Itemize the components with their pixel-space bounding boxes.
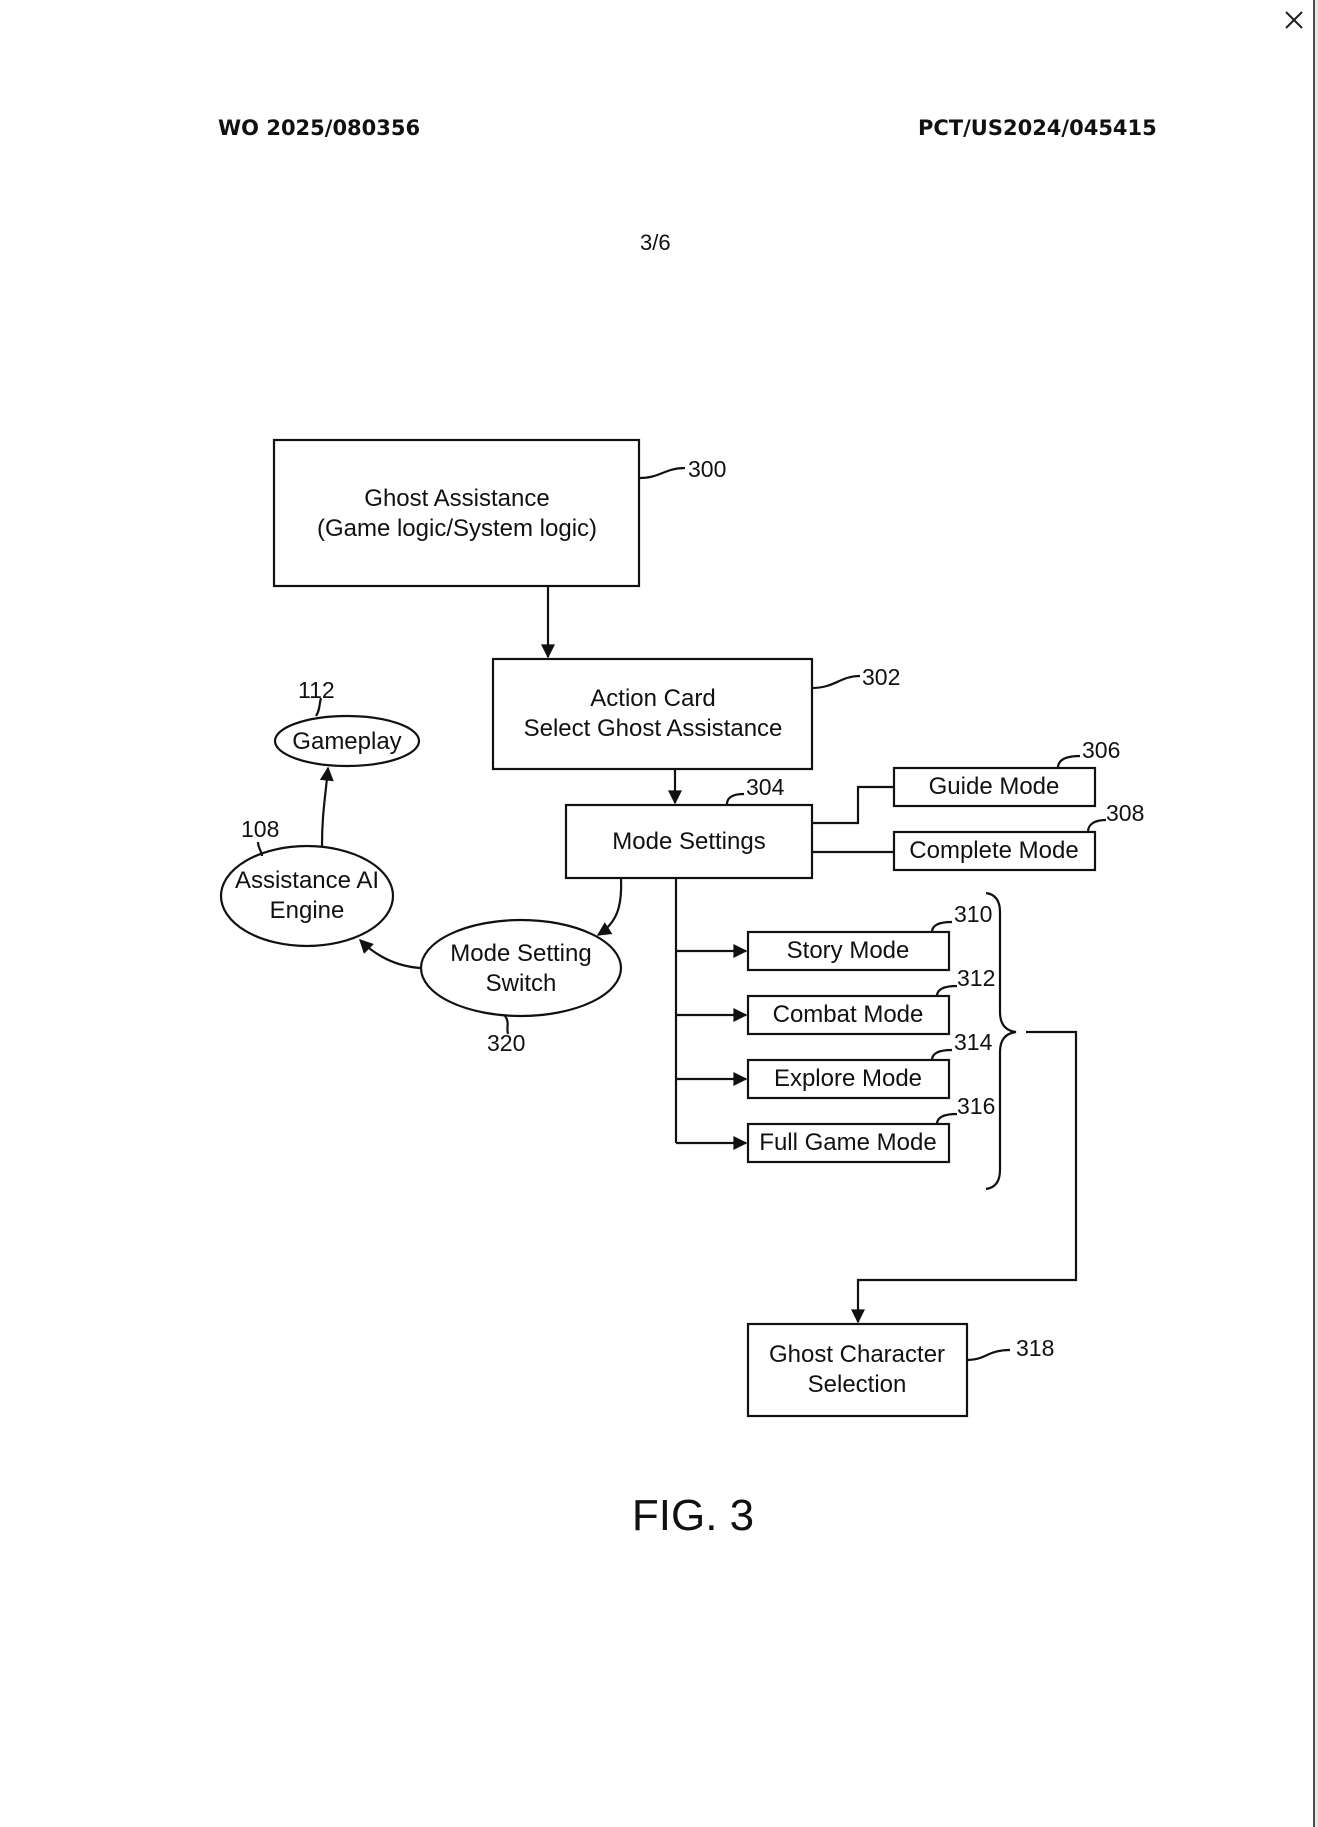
ref-310: 310 <box>954 901 992 927</box>
ref-108: 108 <box>241 816 279 842</box>
ref-leader-112 <box>315 697 323 717</box>
application-number: PCT/US2024/045415 <box>918 116 1157 140</box>
arrow-108-to-112 <box>319 766 334 847</box>
arrow-304-to-320 <box>596 878 623 936</box>
action-card-box <box>491 657 814 771</box>
ref-314: 314 <box>954 1029 993 1055</box>
ref-leader-304 <box>725 792 745 805</box>
ref-304: 304 <box>746 774 785 800</box>
ref-leader-310 <box>930 920 953 933</box>
ghost-character-title: Ghost Character <box>769 1341 945 1368</box>
ref-leader-316 <box>935 1112 958 1125</box>
ref-320: 320 <box>487 1030 525 1056</box>
close-button[interactable] <box>1278 4 1308 34</box>
guide-mode-label: Guide Mode <box>929 773 1060 800</box>
modes-brace <box>985 891 1017 1191</box>
ref-leader-312 <box>935 984 958 997</box>
story-mode-box <box>746 930 951 972</box>
arrow-to-ghost-character-selection <box>851 1030 1078 1324</box>
gameplay-label: Gameplay <box>292 728 401 755</box>
explore-mode-box <box>746 1058 951 1100</box>
ref-308: 308 <box>1106 800 1144 826</box>
combat-mode-box <box>746 994 951 1036</box>
ref-leader-300 <box>639 466 686 480</box>
ref-leader-308 <box>1086 818 1107 833</box>
ghost-character-selection-box <box>746 1322 969 1418</box>
mode-settings-label: Mode Settings <box>612 828 765 855</box>
ghost-assistance-title: Ghost Assistance <box>364 485 549 512</box>
full-game-mode-box <box>746 1122 951 1164</box>
ref-leader-320 <box>504 1015 510 1035</box>
arrow-320-to-108 <box>359 939 421 970</box>
close-icon <box>1285 11 1303 29</box>
full-game-mode-label: Full Game Mode <box>759 1129 936 1156</box>
publication-number: WO 2025/080356 <box>218 116 421 140</box>
mode-setting-switch-subtitle: Switch <box>486 970 557 997</box>
ref-318: 318 <box>1016 1335 1054 1361</box>
ref-leader-318 <box>967 1348 1011 1362</box>
sheet-number: 3/6 <box>640 230 671 255</box>
ref-302: 302 <box>862 664 900 690</box>
action-card-title: Action Card <box>590 685 715 712</box>
ref-306: 306 <box>1082 737 1120 763</box>
line-304-to-306 <box>812 785 894 825</box>
ref-312: 312 <box>957 965 995 991</box>
ref-leader-302 <box>811 674 861 690</box>
mode-setting-switch-title: Mode Setting <box>450 940 591 967</box>
assistance-ai-engine-title: Assistance AI <box>235 867 379 894</box>
ghost-assistance-subtitle: (Game logic/System logic) <box>317 515 597 542</box>
explore-mode-label: Explore Mode <box>774 1065 922 1092</box>
figure-label: FIG. 3 <box>632 1491 754 1540</box>
ref-300: 300 <box>688 456 726 482</box>
mode-setting-switch-ellipse <box>419 918 623 1018</box>
story-mode-label: Story Mode <box>787 937 910 964</box>
ref-316: 316 <box>957 1093 995 1119</box>
ref-leader-108 <box>256 841 264 857</box>
action-card-subtitle: Select Ghost Assistance <box>524 715 783 742</box>
complete-mode-label: Complete Mode <box>909 837 1078 864</box>
assistance-ai-engine-subtitle: Engine <box>270 897 345 924</box>
ref-leader-306 <box>1056 754 1081 769</box>
ghost-character-subtitle: Selection <box>808 1371 907 1398</box>
mode-settings-box <box>564 803 814 880</box>
ref-112: 112 <box>298 677 335 703</box>
ref-leader-314 <box>930 1048 953 1061</box>
ghost-assistance-box <box>272 438 641 588</box>
assistance-ai-engine-ellipse <box>219 844 395 948</box>
gameplay-ellipse <box>273 714 421 768</box>
combat-mode-label: Combat Mode <box>773 1001 924 1028</box>
